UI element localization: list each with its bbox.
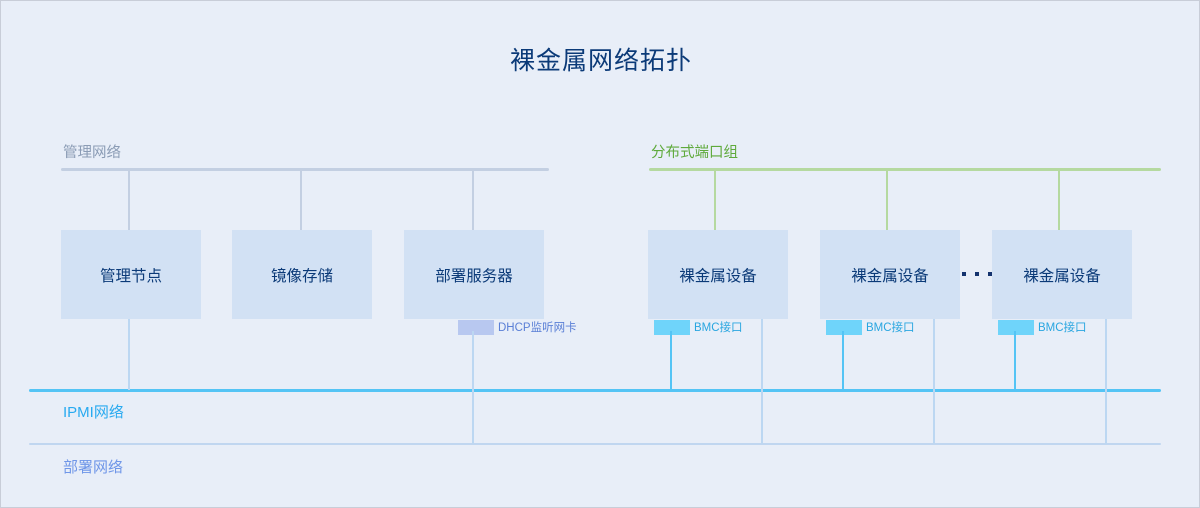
dhcp-nic-chip-icon	[458, 319, 494, 335]
ellipsis-more-devices	[962, 272, 992, 276]
ipmi-network-bus	[29, 389, 1161, 392]
connector-bare-metal-3-to-deploy-network	[1105, 319, 1107, 444]
page-title: 裸金属网络拓扑	[509, 47, 692, 75]
connector-dpg-to-bare-metal-1	[714, 169, 716, 230]
node-deployment-server-label: 部署服务器	[435, 267, 513, 285]
bmc-chip-icon	[826, 319, 862, 335]
node-deployment-server[interactable]: 部署服务器	[404, 230, 544, 319]
bmc-chip-icon	[998, 319, 1034, 335]
bmc-2-label: BMC接口	[866, 322, 915, 334]
bmc-1-label: BMC接口	[694, 322, 743, 334]
connector-management-to-deployment-server	[472, 169, 474, 230]
node-bare-metal-1-label: 裸金属设备	[679, 267, 757, 285]
connector-dpg-to-bare-metal-3	[1058, 169, 1060, 230]
node-image-storage-label: 镜像存储	[270, 267, 333, 285]
connector-management-to-image-storage	[300, 169, 302, 230]
connector-bmc-2-to-ipmi	[842, 331, 844, 390]
dhcp-nic-label: DHCP监听网卡	[498, 322, 577, 334]
badge-bmc-1[interactable]: BMC接口	[654, 319, 743, 335]
ellipsis-dot	[975, 272, 979, 276]
node-image-storage[interactable]: 镜像存储	[232, 230, 372, 319]
node-management-node-label: 管理节点	[99, 267, 162, 285]
badge-dhcp-nic[interactable]: DHCP监听网卡	[458, 319, 577, 335]
bmc-chip-icon	[654, 319, 690, 335]
badge-bmc-2[interactable]: BMC接口	[826, 319, 915, 335]
bmc-3-label: BMC接口	[1038, 322, 1087, 334]
connector-dpg-to-bare-metal-2	[886, 169, 888, 230]
node-management-node[interactable]: 管理节点	[61, 230, 201, 319]
node-bare-metal-2[interactable]: 裸金属设备	[820, 230, 960, 319]
distributed-port-group-bus	[649, 168, 1161, 171]
network-label-ipmi: IPMI网络	[63, 404, 124, 421]
connector-bmc-1-to-ipmi	[670, 331, 672, 390]
connector-management-to-management-node	[128, 169, 130, 230]
ellipsis-dot	[962, 272, 966, 276]
node-bare-metal-1[interactable]: 裸金属设备	[648, 230, 788, 319]
network-label-deploy: 部署网络	[63, 459, 124, 476]
deploy-network-bus	[29, 443, 1161, 445]
connector-bmc-3-to-ipmi	[1014, 331, 1016, 390]
node-bare-metal-3-label: 裸金属设备	[1023, 267, 1101, 285]
badge-bmc-3[interactable]: BMC接口	[998, 319, 1087, 335]
connector-bare-metal-1-to-deploy-network	[761, 319, 763, 444]
management-network-bus	[61, 168, 549, 171]
connector-management-node-to-ipmi	[128, 319, 130, 390]
node-bare-metal-3[interactable]: 裸金属设备	[992, 230, 1132, 319]
ellipsis-dot	[988, 272, 992, 276]
connector-deployment-server-to-deploy-network	[472, 331, 474, 444]
zone-label-distributed-port-group: 分布式端口组	[651, 145, 738, 161]
zone-label-management: 管理网络	[63, 145, 121, 161]
connector-bare-metal-2-to-deploy-network	[933, 319, 935, 444]
node-bare-metal-2-label: 裸金属设备	[851, 267, 929, 285]
